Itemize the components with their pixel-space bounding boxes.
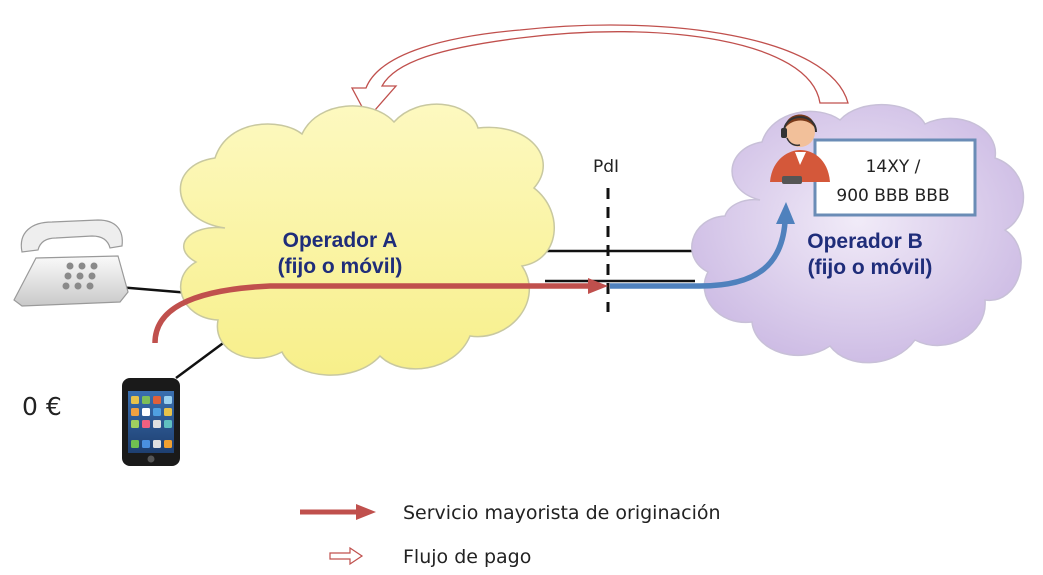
legend-origination-label: Servicio mayorista de originación bbox=[403, 502, 721, 524]
operator-a-name: Operador A bbox=[283, 229, 398, 252]
landline-phone-icon bbox=[13, 219, 129, 307]
service-number-line1: 14XY / bbox=[866, 157, 921, 177]
legend-item-origination: Servicio mayorista de originación bbox=[300, 502, 721, 524]
origination-flow-arrow bbox=[152, 278, 608, 344]
payment-flow-arrow bbox=[350, 24, 849, 120]
service-number-box: 14XY / 900 BBB BBB bbox=[813, 138, 977, 217]
operator-a-cloud: Operador A (fijo o móvil) bbox=[179, 103, 555, 376]
legend-payment-label: Flujo de pago bbox=[403, 546, 531, 568]
interconnection-point: PdI bbox=[593, 157, 619, 312]
operator-b-type: (fijo o móvil) bbox=[808, 256, 933, 279]
operator-b-name: Operador B bbox=[807, 230, 923, 253]
termination-flow-arrow bbox=[610, 202, 795, 289]
mobile-phone-icon bbox=[122, 378, 180, 466]
call-center-agent-icon bbox=[770, 114, 830, 184]
legend: Servicio mayorista de originación Flujo … bbox=[300, 502, 721, 568]
operator-a-type: (fijo o móvil) bbox=[278, 255, 403, 278]
service-number-line2: 900 BBB BBB bbox=[836, 186, 949, 206]
price-label: 0 € bbox=[22, 392, 62, 421]
connection-lines bbox=[117, 249, 695, 380]
legend-item-payment: Flujo de pago bbox=[329, 546, 531, 568]
pdi-label: PdI bbox=[593, 157, 619, 177]
